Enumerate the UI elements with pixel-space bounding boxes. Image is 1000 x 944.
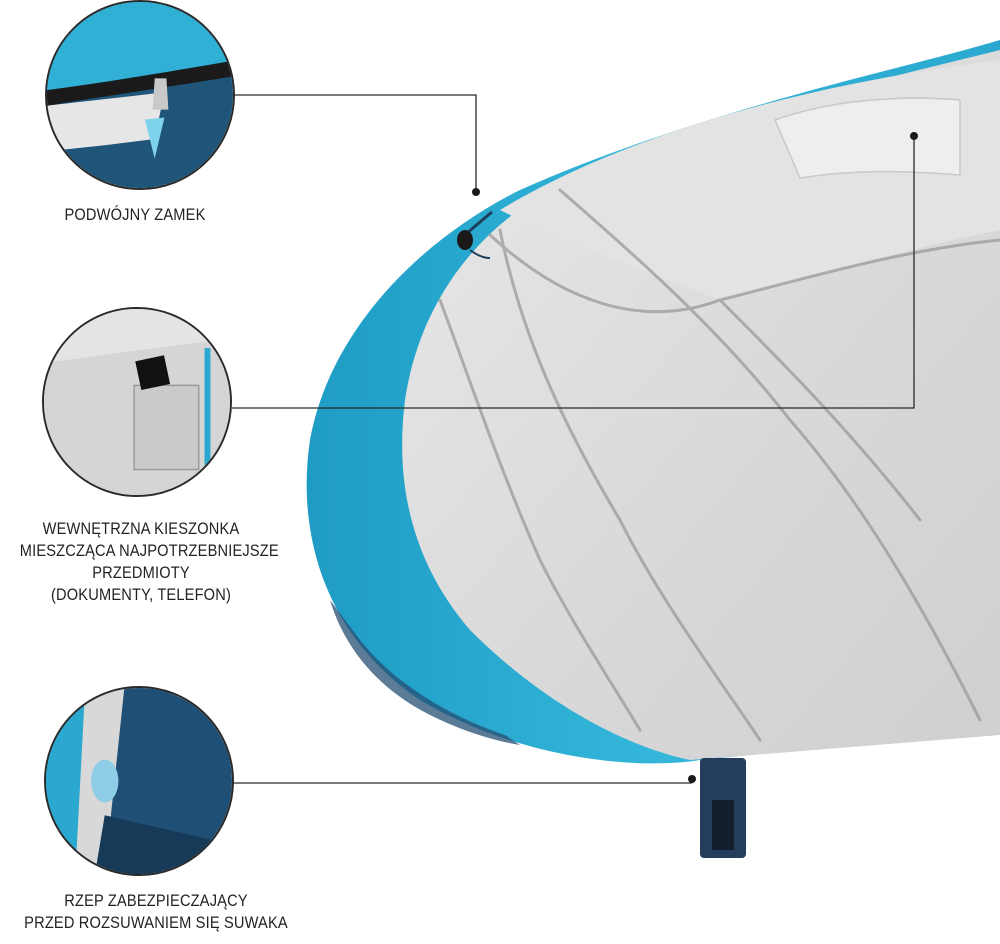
caption-line: RZEP ZABEZPIECZAJĄCY bbox=[64, 891, 248, 910]
caption-line: MIESZCZĄCA NAJPOTRZEBNIEJSZE bbox=[19, 541, 279, 560]
caption-line: PRZED ROZSUWANIEM SIĘ SUWAKA bbox=[24, 913, 288, 932]
velcro-tab bbox=[700, 758, 746, 858]
leader-dots bbox=[472, 132, 918, 783]
caption-line: PRZEDMIOTY bbox=[92, 563, 190, 582]
pocket-caption: WEWNĘTRZNA KIESZONKA MIESZCZĄCA NAJPOTRZ… bbox=[19, 518, 279, 606]
leader-lines bbox=[232, 94, 915, 784]
zipper-detail-photo bbox=[45, 0, 235, 190]
caption-line: PODWÓJNY ZAMEK bbox=[64, 205, 206, 224]
caption-line: (DOKUMENTY, TELEFON) bbox=[50, 585, 231, 604]
caption-line: WEWNĘTRZNA KIESZONKA bbox=[42, 519, 240, 538]
velcro-detail-photo bbox=[44, 686, 234, 876]
zipper-caption: PODWÓJNY ZAMEK bbox=[19, 204, 251, 226]
quilt-seams bbox=[438, 188, 1000, 742]
drawcord-toggle bbox=[457, 210, 493, 259]
velcro-caption: RZEP ZABEZPIECZAJĄCY PRZED ROZSUWANIEM S… bbox=[22, 890, 290, 934]
pocket-detail-photo bbox=[42, 307, 232, 497]
